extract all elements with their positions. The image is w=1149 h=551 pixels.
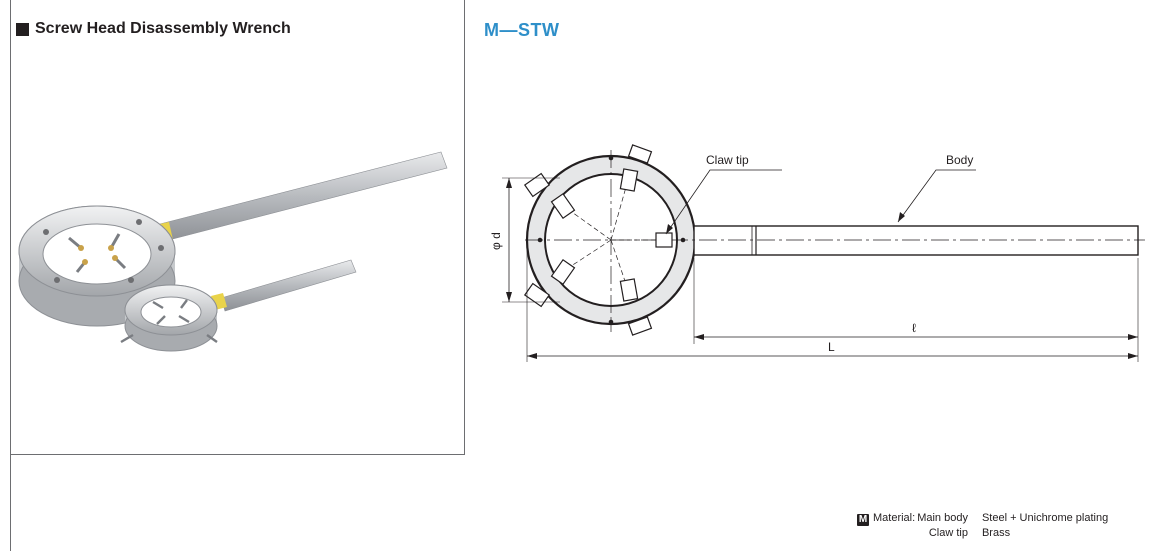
material-value-main: Steel + Unichrome plating bbox=[981, 512, 1109, 524]
material-label-cell: M Material: bbox=[857, 511, 917, 526]
material-badge-icon: M bbox=[857, 514, 869, 526]
material-part-claw: Claw tip bbox=[928, 527, 968, 539]
technical-drawing: Claw tip Body φ d ℓ L bbox=[489, 144, 1145, 362]
product-photo bbox=[18, 151, 448, 352]
section-title-text: Screw Head Disassembly Wrench bbox=[35, 20, 291, 37]
body-callout: Body bbox=[946, 153, 973, 167]
handle-length-label: ℓ bbox=[912, 321, 916, 335]
total-length-label: L bbox=[828, 340, 835, 354]
section-title: Screw Head Disassembly Wrench bbox=[16, 20, 291, 38]
square-bullet-icon bbox=[16, 22, 29, 36]
handle-body bbox=[693, 225, 1139, 256]
material-value-claw: Brass bbox=[981, 527, 1011, 539]
diameter-label: φ d bbox=[489, 232, 503, 250]
material-spec: M Material: Main body Steel + Unichrome p… bbox=[857, 511, 1108, 541]
large-wrench bbox=[18, 151, 448, 327]
model-code: M—STW bbox=[484, 20, 560, 40]
panel-left-border bbox=[10, 455, 11, 551]
material-label: Material: bbox=[873, 512, 916, 524]
small-wrench bbox=[120, 259, 357, 352]
claw-tip-callout: Claw tip bbox=[706, 153, 749, 167]
material-part-main: Main body bbox=[917, 512, 968, 524]
